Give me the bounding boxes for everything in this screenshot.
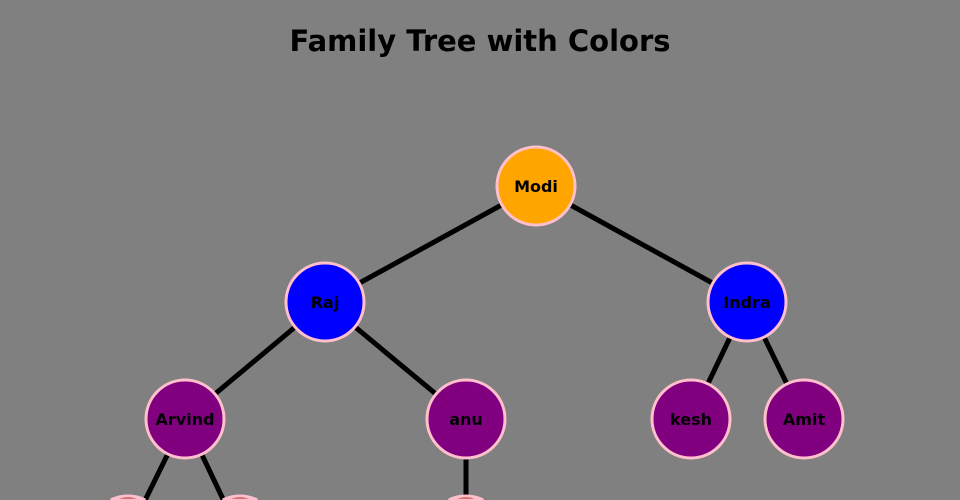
node-label: Modi	[514, 177, 558, 196]
node-arvind: Arvind	[144, 378, 226, 460]
node-kesh: kesh	[650, 378, 732, 460]
node-circle	[222, 494, 258, 500]
node-circle	[110, 494, 146, 500]
node-anu: anu	[425, 378, 507, 460]
node-label: kesh	[670, 410, 712, 429]
node-c3	[448, 494, 484, 500]
node-circle	[284, 261, 366, 343]
node-circle	[448, 494, 484, 500]
node-label: Arvind	[155, 410, 214, 429]
node-label: Raj	[311, 293, 340, 312]
node-indra: Indra	[706, 261, 788, 343]
node-raj: Raj	[284, 261, 366, 343]
diagram-title: Family Tree with Colors	[289, 24, 671, 58]
node-amit: Amit	[763, 378, 845, 460]
node-label: Indra	[723, 293, 770, 312]
node-modi: Modi	[495, 145, 577, 227]
node-label: Amit	[783, 410, 826, 429]
node-c1	[110, 494, 146, 500]
node-c2	[222, 494, 258, 500]
node-circle	[763, 378, 845, 460]
node-circle	[144, 378, 226, 460]
node-circle	[495, 145, 577, 227]
node-label: anu	[449, 410, 483, 429]
node-circle	[650, 378, 732, 460]
node-circle	[425, 378, 507, 460]
node-circle	[706, 261, 788, 343]
